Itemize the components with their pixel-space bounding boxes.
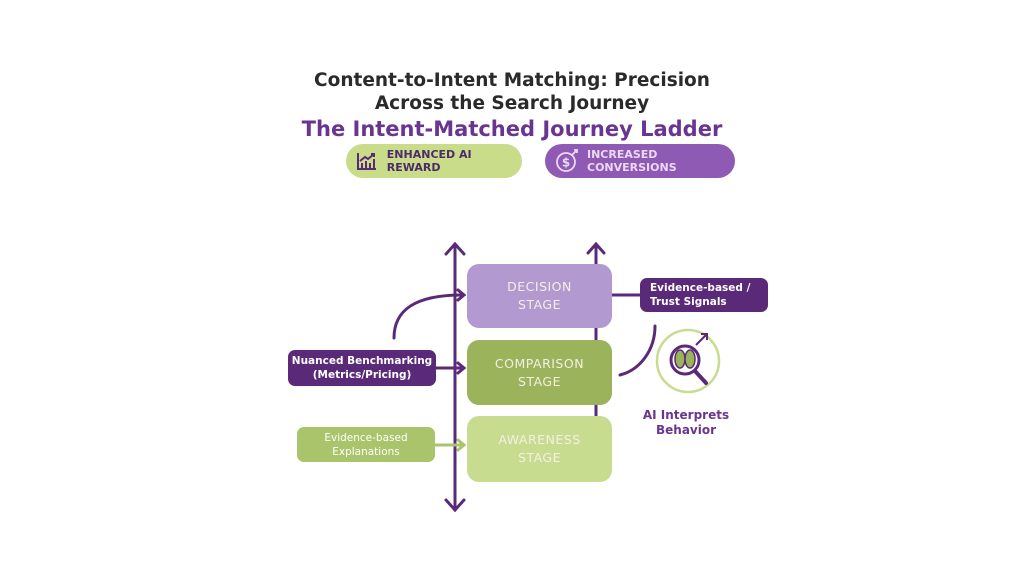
label-line: Nuanced Benchmarking	[291, 355, 433, 367]
stage-subtitle: STAGE	[517, 373, 561, 389]
title-line-2: Across the Search Journey	[374, 93, 650, 114]
stage-comparison: COMPARISON STAGE	[467, 340, 612, 405]
label-line: (Metrics/Pricing)	[312, 369, 412, 381]
label-line: Evidence-based /	[650, 282, 751, 294]
title-line-1: Content-to-Intent Matching: Precision	[314, 70, 710, 91]
dollar-growth-icon: $	[555, 149, 579, 173]
stage-awareness: AWARENESS STAGE	[467, 416, 612, 482]
badge-label: ENHANCED AI REWARD	[386, 148, 472, 174]
label-line: Trust Signals	[650, 296, 727, 308]
stage-title: AWARENESS	[498, 432, 581, 447]
stage-title: COMPARISON	[494, 355, 585, 371]
badge-enhanced-ai-reward: ENHANCED AI REWARD	[346, 144, 522, 178]
label-line: Behavior	[655, 423, 717, 437]
left-axis-arrow	[444, 241, 466, 513]
badge-increased-conversions: $ INCREASED CONVERSIONS	[545, 144, 735, 178]
label-line: Explanations	[332, 445, 400, 458]
explanations-to-awareness-arrow	[433, 438, 467, 452]
stage-decision: DECISION STAGE	[467, 264, 612, 328]
label-nuanced-benchmarking: Nuanced Benchmarking (Metrics/Pricing)	[288, 350, 436, 386]
label-line: Evidence-based	[324, 431, 408, 444]
svg-text:$: $	[562, 156, 570, 170]
badge-label: INCREASED CONVERSIONS	[587, 148, 677, 174]
curve-arrow-to-decision	[392, 288, 467, 340]
subtitle: The Intent-Matched Journey Ladder	[301, 117, 723, 141]
stage-subtitle: STAGE	[517, 297, 561, 312]
label-trust-signals: Evidence-based / Trust Signals	[640, 278, 768, 312]
growth-chart-icon	[356, 149, 379, 173]
stage-title: DECISION	[507, 279, 572, 294]
label-line: AI Interprets	[642, 408, 730, 422]
nuanced-to-comparison-arrow	[434, 361, 467, 375]
stage-subtitle: STAGE	[517, 450, 561, 465]
comparison-to-trust-curve	[618, 324, 657, 377]
brain-magnifier-icon	[655, 328, 721, 394]
